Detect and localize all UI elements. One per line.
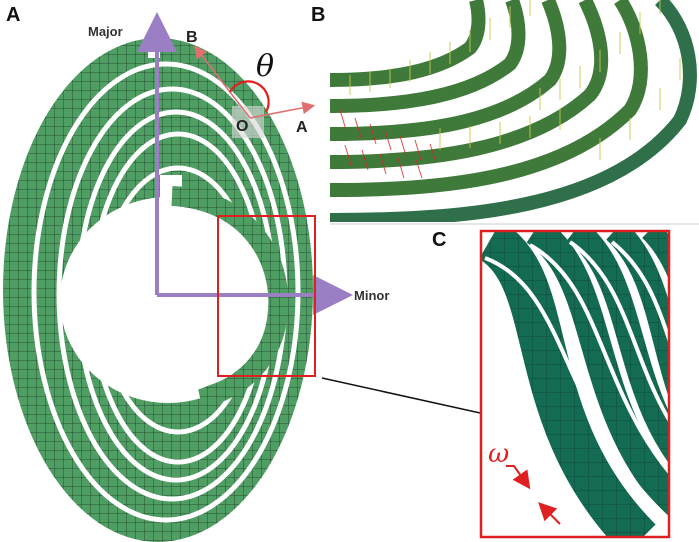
omega-arrow-upper [506,465,531,490]
zoom-region-box [217,215,316,377]
local-frame-highlight [232,106,264,138]
omega-symbol: ω [488,439,509,469]
origin-label: O [236,118,248,135]
panel-c-frame [479,229,671,539]
axis-a-arrow [249,101,316,119]
panel-label-c: C [432,229,446,251]
panel-label-a: A [6,4,20,26]
axis-a-label: A [296,119,308,136]
panel-a-spiral [3,34,313,542]
axis-b-label: B [186,29,198,46]
minor-axis-label: Minor [354,288,389,303]
omega-arrow-lower [538,502,561,525]
panel-c-zoom-mesh [481,231,669,537]
theta-arc [229,80,270,113]
panel-b-loaded-mesh [330,0,699,222]
theta-symbol: θ [256,49,274,84]
axis-b-arrow [194,45,251,119]
panel-label-b: B [311,4,325,26]
major-axis-label: Major [88,24,123,39]
